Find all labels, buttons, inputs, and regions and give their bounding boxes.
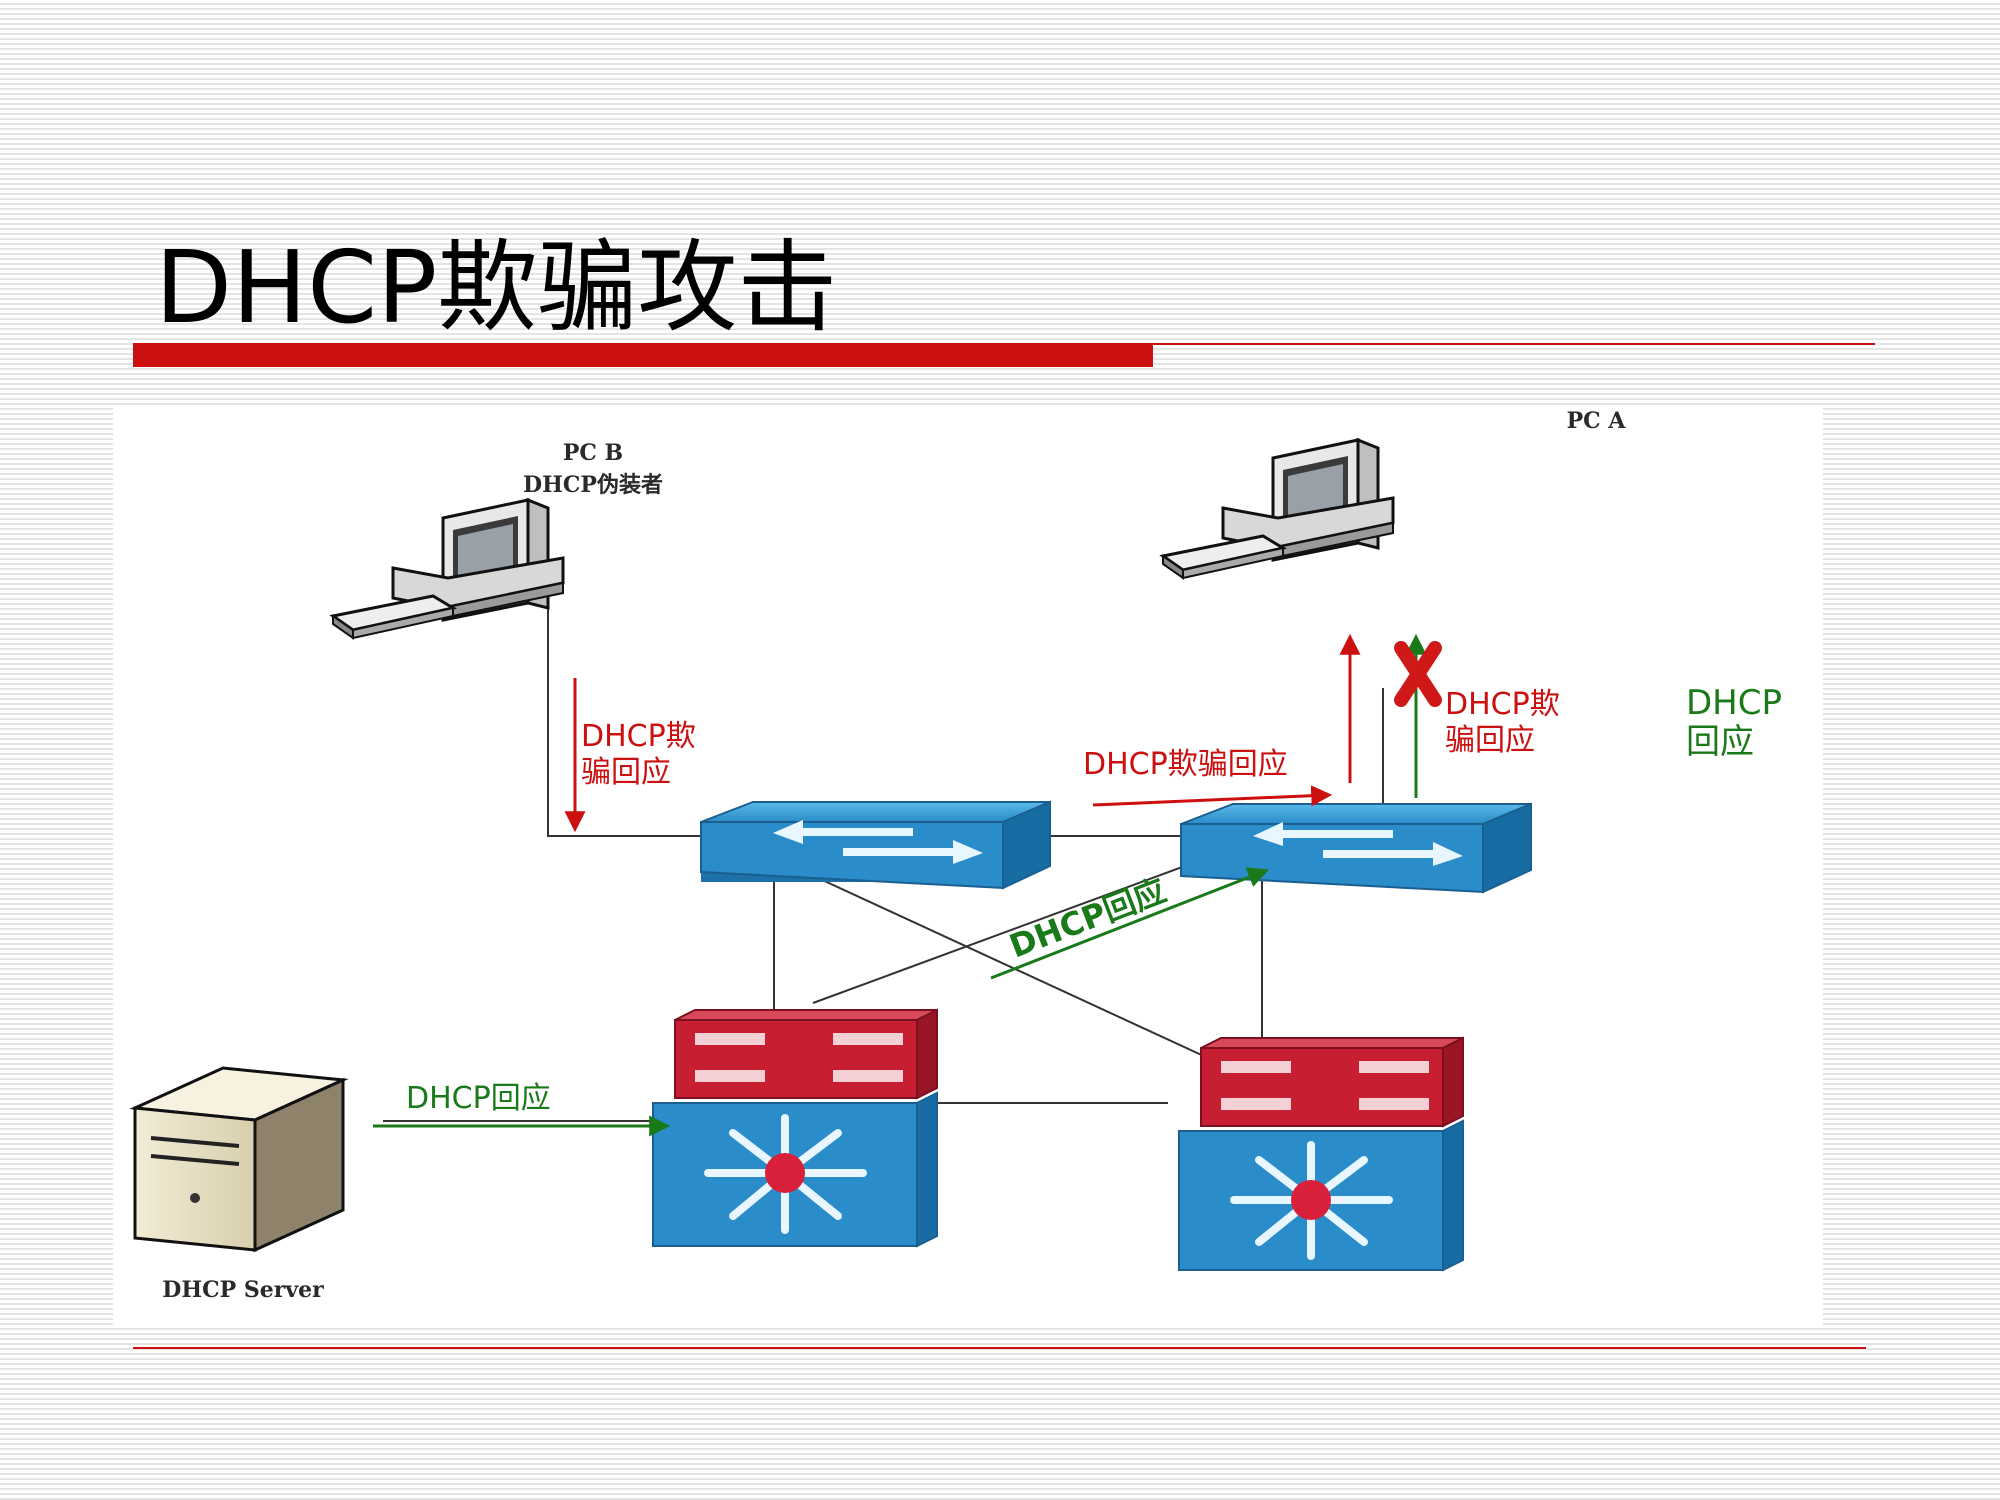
network-diagram-panel: PC B DHCP伪装者 PC A DHCP Server DHCP欺 骗回应 …	[113, 408, 1823, 1326]
footer-divider	[133, 1347, 1866, 1349]
label-spoof-pca-2: 骗回应	[1445, 723, 1535, 758]
arrows	[373, 633, 1427, 1137]
arrow-reply-diagonal	[990, 867, 1269, 980]
switch-right	[1180, 802, 1532, 894]
pc-a-name: PC A	[1567, 408, 1627, 434]
label-spoof-pcb-2: 骗回应	[581, 755, 671, 790]
label-reply-server: DHCP回应	[406, 1081, 551, 1116]
pc-a-computer	[1159, 437, 1395, 580]
label-spoof-pca-1: DHCP欺	[1445, 687, 1560, 722]
link-cross-a	[812, 862, 1194, 1004]
label-reply-pca-2: 回应	[1686, 722, 1754, 762]
pc-b-name: PC B	[563, 440, 623, 466]
pc-b-role: DHCP伪装者	[523, 472, 663, 498]
label-spoof-middle: DHCP欺骗回应	[1083, 747, 1288, 782]
network-diagram: PC B DHCP伪装者 PC A DHCP Server DHCP欺 骗回应 …	[129, 408, 1782, 1303]
title-underline-thick	[133, 343, 1153, 367]
core-switch-left	[652, 1008, 938, 1248]
pc-b-computer	[329, 497, 565, 640]
dhcp-server-icon	[129, 1066, 349, 1253]
label-reply-pca-1: DHCP	[1686, 683, 1782, 723]
switch-left	[700, 800, 1051, 890]
title-underline-thin	[1153, 343, 1875, 345]
label-spoof-pcb-1: DHCP欺	[581, 719, 696, 754]
slide-title: DHCP欺骗攻击	[155, 229, 838, 346]
core-switch-right	[1178, 1036, 1464, 1272]
blocked-x-icon	[1394, 641, 1442, 707]
dhcp-server-label: DHCP Server	[162, 1277, 324, 1303]
arrow-spoof-middle	[1092, 785, 1333, 807]
